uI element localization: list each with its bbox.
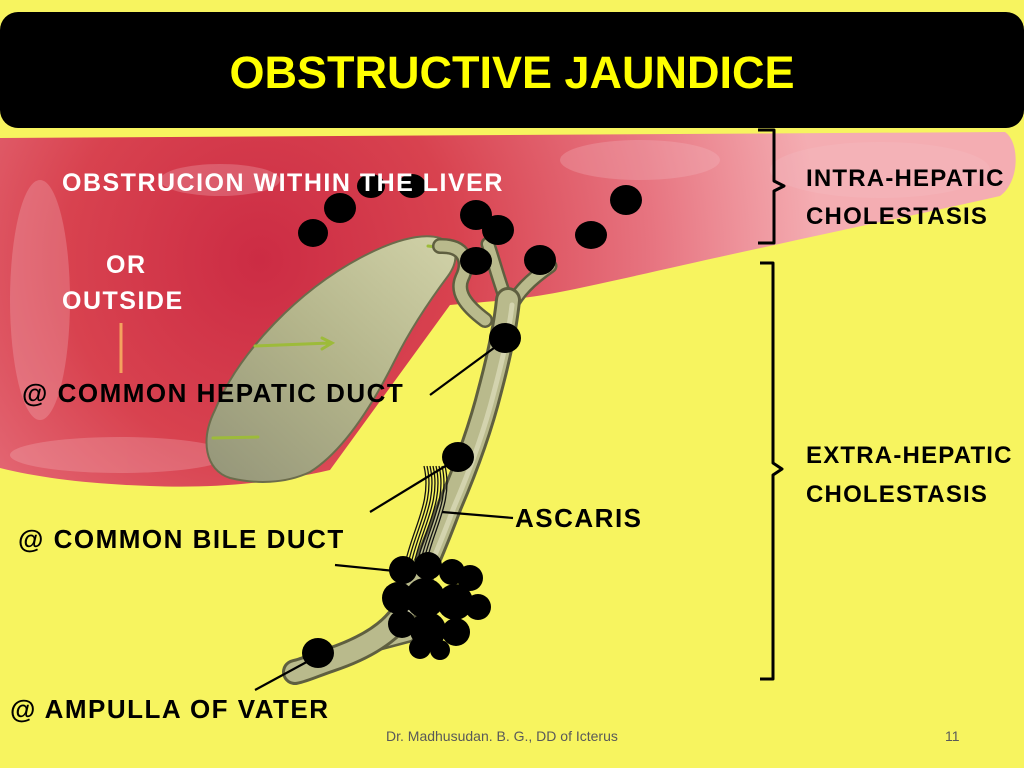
intrahepatic-category-line2: CHOLESTASIS [806, 203, 989, 230]
cluster-stone [409, 637, 431, 659]
cluster-stone [389, 556, 417, 584]
extrahepatic-bracket [760, 261, 784, 681]
intrahepatic-stone [398, 174, 426, 198]
cluster-stone [388, 610, 416, 638]
title-bar: OBSTRUCTIVE JAUNDICE [0, 12, 1024, 128]
footer-author: Dr. Madhusudan. B. G., DD of Icterus [386, 728, 618, 744]
intrahepatic-stone [524, 245, 556, 275]
page-number: 11 [945, 728, 960, 744]
cluster-stone [442, 618, 470, 646]
site-label-common-bile-duct: @ COMMON BILE DUCT [18, 524, 345, 554]
intrahepatic-stone [460, 200, 492, 230]
cluster-stone [437, 584, 473, 620]
site-label-ampulla-of-vater: @ AMPULLA OF VATER [10, 694, 330, 724]
common-bile-duct-stone [442, 442, 474, 472]
pointer-common-hepatic-duct [429, 344, 499, 396]
cluster-stone [405, 578, 445, 618]
intrahepatic-bracket [758, 128, 786, 245]
pointer-stone-cluster [334, 563, 406, 574]
cluster-stone [382, 582, 414, 614]
cluster-stone [465, 594, 491, 620]
ascaris-label: ASCARIS [515, 503, 643, 533]
intrahepatic-obstruction-label: OBSTRUCION WITHIN THE LIVER [62, 169, 504, 197]
site-label-common-hepatic-duct: @ COMMON HEPATIC DUCT [22, 378, 405, 408]
cluster-stone [430, 640, 450, 660]
cluster-stone [457, 565, 483, 591]
intrahepatic-stones [298, 174, 642, 275]
pointer-ascaris [441, 510, 514, 520]
intrahepatic-stone [575, 221, 607, 249]
outside-label: OUTSIDE [62, 287, 184, 315]
pointer-lines [254, 344, 514, 691]
pointer-common-bile-duct [369, 461, 453, 513]
slide-title: OBSTRUCTIVE JAUNDICE [229, 46, 795, 98]
extrahepatic-category-line2: CHOLESTASIS [806, 481, 989, 508]
intrahepatic-stone [482, 215, 514, 245]
intrahepatic-stone [610, 185, 642, 215]
intrahepatic-category-line1: INTRA-HEPATIC [806, 165, 1005, 192]
extrahepatic-category-line1: EXTRA-HEPATIC [806, 442, 1013, 469]
pointer-ampulla [254, 657, 315, 691]
cystic-duct [432, 238, 493, 328]
intrahepatic-stone [357, 174, 385, 198]
liver-texture [10, 140, 990, 473]
or-label: OR [106, 251, 147, 279]
ampulla-stone [302, 638, 334, 668]
intrahepatic-stone [460, 247, 492, 275]
intrahepatic-stone [298, 219, 328, 247]
intrahepatic-stone [324, 193, 356, 223]
stone-cluster [382, 552, 491, 660]
cluster-stone [414, 552, 442, 580]
ascaris-worms [405, 465, 448, 561]
